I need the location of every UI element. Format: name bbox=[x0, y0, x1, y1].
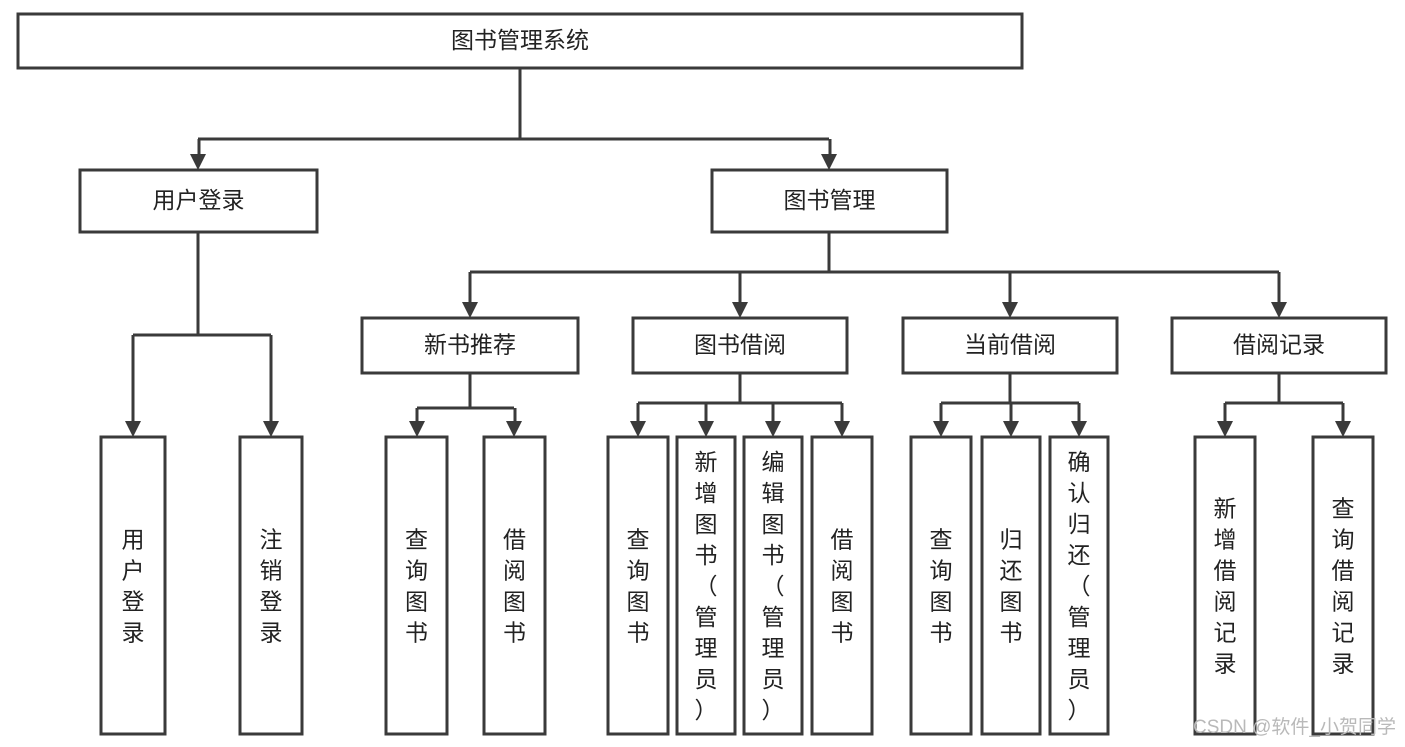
node-box[interactable] bbox=[742, 435, 804, 736]
node-box[interactable] bbox=[710, 168, 949, 234]
node-label: 借阅图书 bbox=[503, 527, 526, 646]
node-leaf-query-record[interactable]: 查询借阅记录 bbox=[1311, 435, 1375, 736]
node-label: 用户登录 bbox=[153, 187, 245, 213]
node-borrow-record[interactable]: 借阅记录 bbox=[1170, 316, 1388, 375]
node-label: 注销登录 bbox=[260, 527, 283, 646]
node-box[interactable] bbox=[631, 316, 849, 375]
arrow-to-current-borrow bbox=[1002, 302, 1018, 318]
node-box[interactable] bbox=[78, 168, 319, 234]
node-box[interactable] bbox=[909, 435, 973, 736]
node-user-login[interactable]: 用户登录 bbox=[78, 168, 319, 234]
node-label: 当前借阅 bbox=[964, 332, 1056, 358]
arrow-to-leaf-borrow-book-2 bbox=[834, 421, 850, 437]
node-label: 归还图书 bbox=[1000, 527, 1023, 646]
node-label: 查询借阅记录 bbox=[1332, 496, 1355, 677]
arrow-to-leaf-query-book-3 bbox=[933, 421, 949, 437]
node-label: 新增借阅记录 bbox=[1214, 496, 1237, 677]
connector-root-bus bbox=[198, 68, 829, 141]
node-label: 查询图书 bbox=[405, 527, 428, 646]
node-label: 图书管理 bbox=[784, 187, 876, 213]
node-leaf-return-book[interactable]: 归还图书 bbox=[980, 435, 1042, 736]
connector-current-borrow-bus bbox=[941, 373, 1079, 405]
node-box[interactable] bbox=[1193, 435, 1257, 736]
node-box[interactable] bbox=[1048, 435, 1110, 736]
connector-book-borrow-bus bbox=[638, 373, 842, 405]
arrow-to-leaf-borrow-book-1 bbox=[506, 421, 522, 437]
node-new-book-rec[interactable]: 新书推荐 bbox=[360, 316, 580, 375]
connector-new-book-bus bbox=[417, 373, 514, 410]
arrow-head-layer bbox=[125, 154, 1351, 437]
node-leaf-query-book-1[interactable]: 查询图书 bbox=[384, 435, 449, 736]
node-label: 借阅图书 bbox=[831, 527, 854, 646]
node-book-borrow[interactable]: 图书借阅 bbox=[631, 316, 849, 375]
node-leaf-edit-book[interactable]: 编辑图书（管理员） bbox=[742, 435, 804, 736]
node-box[interactable] bbox=[16, 12, 1024, 70]
arrow-to-leaf-add-record bbox=[1217, 421, 1233, 437]
node-box[interactable] bbox=[606, 435, 670, 736]
node-box[interactable] bbox=[238, 435, 304, 736]
connector-user-login-bus bbox=[133, 232, 271, 337]
node-leaf-borrow-book-1[interactable]: 借阅图书 bbox=[482, 435, 547, 736]
node-label: 用户登录 bbox=[122, 527, 145, 646]
node-box[interactable] bbox=[901, 316, 1119, 375]
node-label: 查询图书 bbox=[627, 527, 650, 646]
node-leaf-user-logout[interactable]: 注销登录 bbox=[238, 435, 304, 736]
node-box[interactable] bbox=[360, 316, 580, 375]
arrow-to-leaf-return-book bbox=[1003, 421, 1019, 437]
node-box[interactable] bbox=[1311, 435, 1375, 736]
node-label: 编辑图书（管理员） bbox=[762, 449, 785, 723]
arrow-to-leaf-user-logout bbox=[263, 421, 279, 437]
arrow-to-book-borrow bbox=[732, 302, 748, 318]
arrow-to-leaf-query-book-1 bbox=[409, 421, 425, 437]
node-leaf-confirm-return[interactable]: 确认归还（管理员） bbox=[1048, 435, 1110, 736]
node-label: 查询图书 bbox=[930, 527, 953, 646]
arrow-to-new-book-rec bbox=[462, 302, 478, 318]
arrow-to-book-manage bbox=[821, 154, 837, 170]
node-leaf-user-login[interactable]: 用户登录 bbox=[99, 435, 167, 736]
node-box[interactable] bbox=[99, 435, 167, 736]
node-book-manage[interactable]: 图书管理 bbox=[710, 168, 949, 234]
node-box[interactable] bbox=[810, 435, 874, 736]
arrow-to-leaf-query-record bbox=[1335, 421, 1351, 437]
arrow-to-leaf-user-login bbox=[125, 421, 141, 437]
node-leaf-query-book-3[interactable]: 查询图书 bbox=[909, 435, 973, 736]
node-box[interactable] bbox=[675, 435, 737, 736]
connector-book-manage-bus bbox=[470, 232, 1279, 274]
node-label: 新书推荐 bbox=[424, 332, 516, 358]
arrow-to-leaf-confirm-return bbox=[1071, 421, 1087, 437]
node-label: 确认归还（管理员） bbox=[1068, 449, 1091, 723]
node-leaf-add-book[interactable]: 新增图书（管理员） bbox=[675, 435, 737, 736]
node-box[interactable] bbox=[482, 435, 547, 736]
node-label: 图书借阅 bbox=[694, 332, 786, 358]
node-leaf-add-record[interactable]: 新增借阅记录 bbox=[1193, 435, 1257, 736]
arrow-to-user-login bbox=[190, 154, 206, 170]
node-leaf-borrow-book-2[interactable]: 借阅图书 bbox=[810, 435, 874, 736]
node-label: 新增图书（管理员） bbox=[695, 449, 718, 723]
node-label: 借阅记录 bbox=[1233, 332, 1325, 358]
node-box[interactable] bbox=[980, 435, 1042, 736]
node-current-borrow[interactable]: 当前借阅 bbox=[901, 316, 1119, 375]
arrow-to-borrow-record bbox=[1271, 302, 1287, 318]
node-box[interactable] bbox=[1170, 316, 1388, 375]
node-leaf-query-book-2[interactable]: 查询图书 bbox=[606, 435, 670, 736]
node-label: 图书管理系统 bbox=[451, 27, 589, 53]
csdn-watermark: CSDN @软件_小贺同学 bbox=[1193, 716, 1396, 738]
node-root[interactable]: 图书管理系统 bbox=[16, 12, 1024, 70]
arrow-to-leaf-query-book-2 bbox=[630, 421, 646, 437]
connector-borrow-record-bus bbox=[1225, 373, 1343, 405]
arrow-to-leaf-add-book bbox=[698, 421, 714, 437]
node-layer: 图书管理系统用户登录图书管理新书推荐图书借阅当前借阅借阅记录用户登录注销登录查询… bbox=[16, 12, 1388, 736]
node-box[interactable] bbox=[384, 435, 449, 736]
arrow-to-leaf-edit-book bbox=[765, 421, 781, 437]
